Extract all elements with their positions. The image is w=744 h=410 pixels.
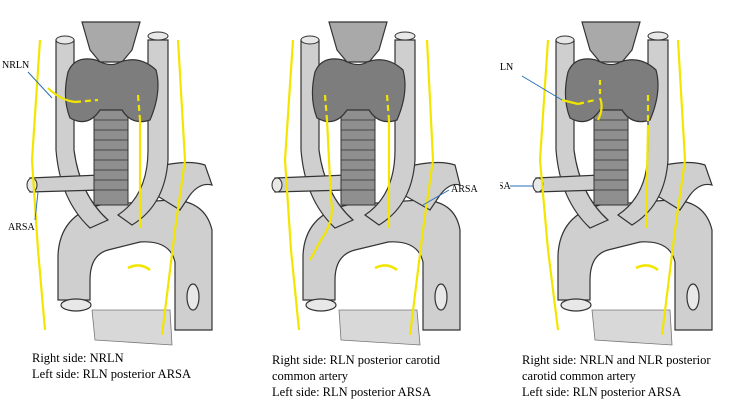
- caption-line: Left side: RLN posterior ARSA: [522, 385, 682, 399]
- subclavian-arsa: [271, 174, 348, 193]
- larynx-trachea: [328, 21, 388, 206]
- panel-rln-posterior-carotid: ARSA Right side: RLN posterior carotid c…: [255, 0, 495, 405]
- caption-line: common artery: [272, 369, 349, 383]
- label-nrln: NRLN: [500, 62, 513, 73]
- anatomy-diagram-1: NRLN ARSA: [2, 21, 213, 346]
- caption-1: Right side: NRLN Left side: RLN posterio…: [32, 350, 191, 382]
- thyroid: [311, 58, 406, 123]
- caption-3: Right side: NRLN and NLR posterior carot…: [522, 352, 711, 400]
- labels: NRLN ARSA: [2, 60, 53, 233]
- caption-line: Right side: RLN posterior carotid: [272, 353, 441, 367]
- label-nrln: NRLN: [2, 60, 29, 71]
- label-arsa: ARSA: [500, 181, 511, 192]
- aortic-arch: [302, 161, 461, 346]
- larynx-trachea: [581, 21, 641, 206]
- caption-line: Left side: RLN posterior ARSA: [32, 367, 192, 381]
- labels: ARSA: [422, 184, 478, 206]
- caption-2: Right side: RLN posterior carotid common…: [272, 352, 440, 400]
- subclavian-arsa: [26, 174, 101, 193]
- panel-nrln: NRLN ARSA Right side: NRLN Left side: RL…: [0, 0, 240, 405]
- pointer-nrln: [521, 75, 563, 101]
- nerves: [30, 39, 187, 336]
- thyroid: [64, 58, 159, 123]
- label-arsa: ARSA: [8, 222, 35, 233]
- pointer-arsa: [34, 191, 39, 221]
- caption-line: Right side: NRLN and NLR posterior: [522, 353, 711, 367]
- thyroid: [564, 58, 659, 123]
- caption-line: carotid common artery: [522, 369, 636, 383]
- pointer-arsa: [422, 189, 450, 206]
- panel-nrln-and-nlr: NRLN ARSA Right side: NRLN and NLR poste…: [484, 0, 740, 405]
- nerves: [538, 39, 687, 336]
- nerves: [283, 39, 435, 336]
- larynx-trachea: [81, 21, 141, 206]
- caption-line: Left side: RLN posterior ARSA: [272, 385, 432, 399]
- labels: NRLN ARSA: [484, 62, 563, 192]
- caption-line: Right side: NRLN: [32, 351, 124, 365]
- anatomy-diagram-2: ARSA: [271, 21, 478, 346]
- pointer-nrln: [27, 71, 53, 99]
- anatomy-diagram-3: NRLN ARSA: [484, 21, 713, 346]
- label-arsa: ARSA: [451, 184, 478, 195]
